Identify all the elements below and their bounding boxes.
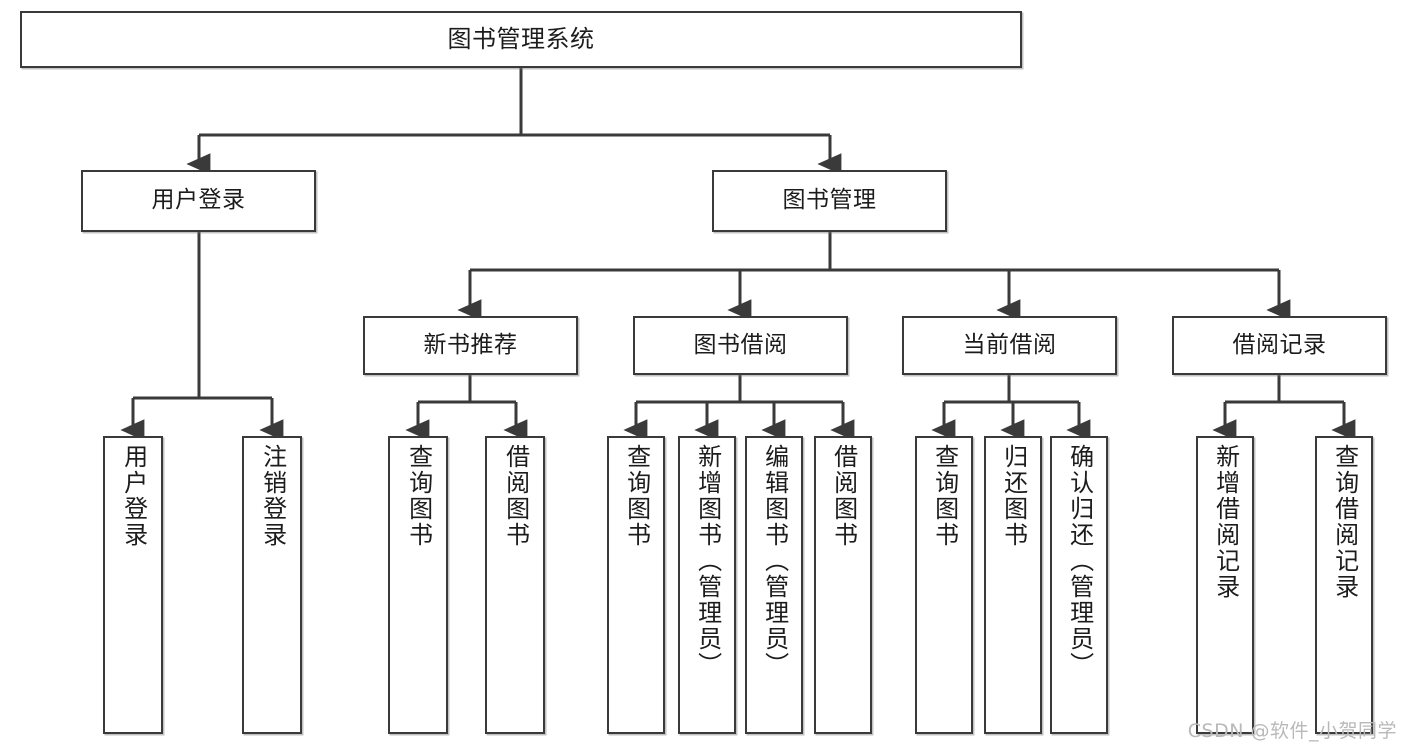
node-label: 用户登录 bbox=[151, 187, 246, 214]
leaf-user-logout[interactable]: 注销登录 bbox=[242, 436, 302, 734]
node-label: 查询借阅记录 bbox=[1330, 444, 1359, 600]
leaf-borrow-book-recommend[interactable]: 借阅图书 bbox=[485, 436, 545, 734]
node-label: 图书管理系统 bbox=[447, 25, 595, 54]
node-label: 注销登录 bbox=[258, 444, 287, 548]
node-label: 图书管理 bbox=[782, 187, 877, 214]
node-label: 借阅记录 bbox=[1232, 331, 1327, 358]
node-label: 查询图书 bbox=[404, 444, 433, 548]
node-label: 新增图书（管理员） bbox=[693, 444, 722, 678]
node-root-book-management-system[interactable]: 图书管理系统 bbox=[20, 11, 1022, 68]
node-label: 新书推荐 bbox=[423, 331, 518, 358]
node-label: 借阅图书 bbox=[501, 444, 530, 548]
node-current-borrow[interactable]: 当前借阅 bbox=[902, 316, 1117, 375]
leaf-user-login[interactable]: 用户登录 bbox=[103, 436, 163, 734]
leaf-return-book[interactable]: 归还图书 bbox=[984, 436, 1042, 734]
node-label: 用户登录 bbox=[119, 444, 148, 548]
node-label: 确认归还（管理员） bbox=[1065, 444, 1094, 678]
node-user-login[interactable]: 用户登录 bbox=[81, 170, 316, 232]
node-label: 查询图书 bbox=[930, 444, 959, 548]
node-new-book-recommend[interactable]: 新书推荐 bbox=[363, 316, 578, 375]
node-label: 借阅图书 bbox=[829, 444, 858, 548]
node-label: 归还图书 bbox=[999, 444, 1028, 548]
node-book-borrow[interactable]: 图书借阅 bbox=[633, 316, 848, 375]
node-label: 图书借阅 bbox=[693, 331, 788, 358]
node-label: 查询图书 bbox=[622, 444, 651, 548]
leaf-query-book-borrow[interactable]: 查询图书 bbox=[607, 436, 665, 734]
leaf-confirm-return-admin[interactable]: 确认归还（管理员） bbox=[1050, 436, 1108, 734]
node-book-management[interactable]: 图书管理 bbox=[712, 170, 947, 232]
leaf-query-borrow-record[interactable]: 查询借阅记录 bbox=[1315, 436, 1373, 734]
leaf-query-book-recommend[interactable]: 查询图书 bbox=[388, 436, 448, 734]
leaf-edit-book-admin[interactable]: 编辑图书（管理员） bbox=[745, 436, 803, 734]
leaf-add-borrow-record[interactable]: 新增借阅记录 bbox=[1196, 436, 1254, 734]
leaf-add-book-admin[interactable]: 新增图书（管理员） bbox=[678, 436, 736, 734]
node-label: 新增借阅记录 bbox=[1211, 444, 1240, 600]
node-label: 编辑图书（管理员） bbox=[760, 444, 789, 678]
leaf-query-book-current[interactable]: 查询图书 bbox=[915, 436, 973, 734]
node-label: 当前借阅 bbox=[962, 331, 1057, 358]
leaf-borrow-book[interactable]: 借阅图书 bbox=[814, 436, 872, 734]
node-borrow-record[interactable]: 借阅记录 bbox=[1172, 316, 1387, 375]
